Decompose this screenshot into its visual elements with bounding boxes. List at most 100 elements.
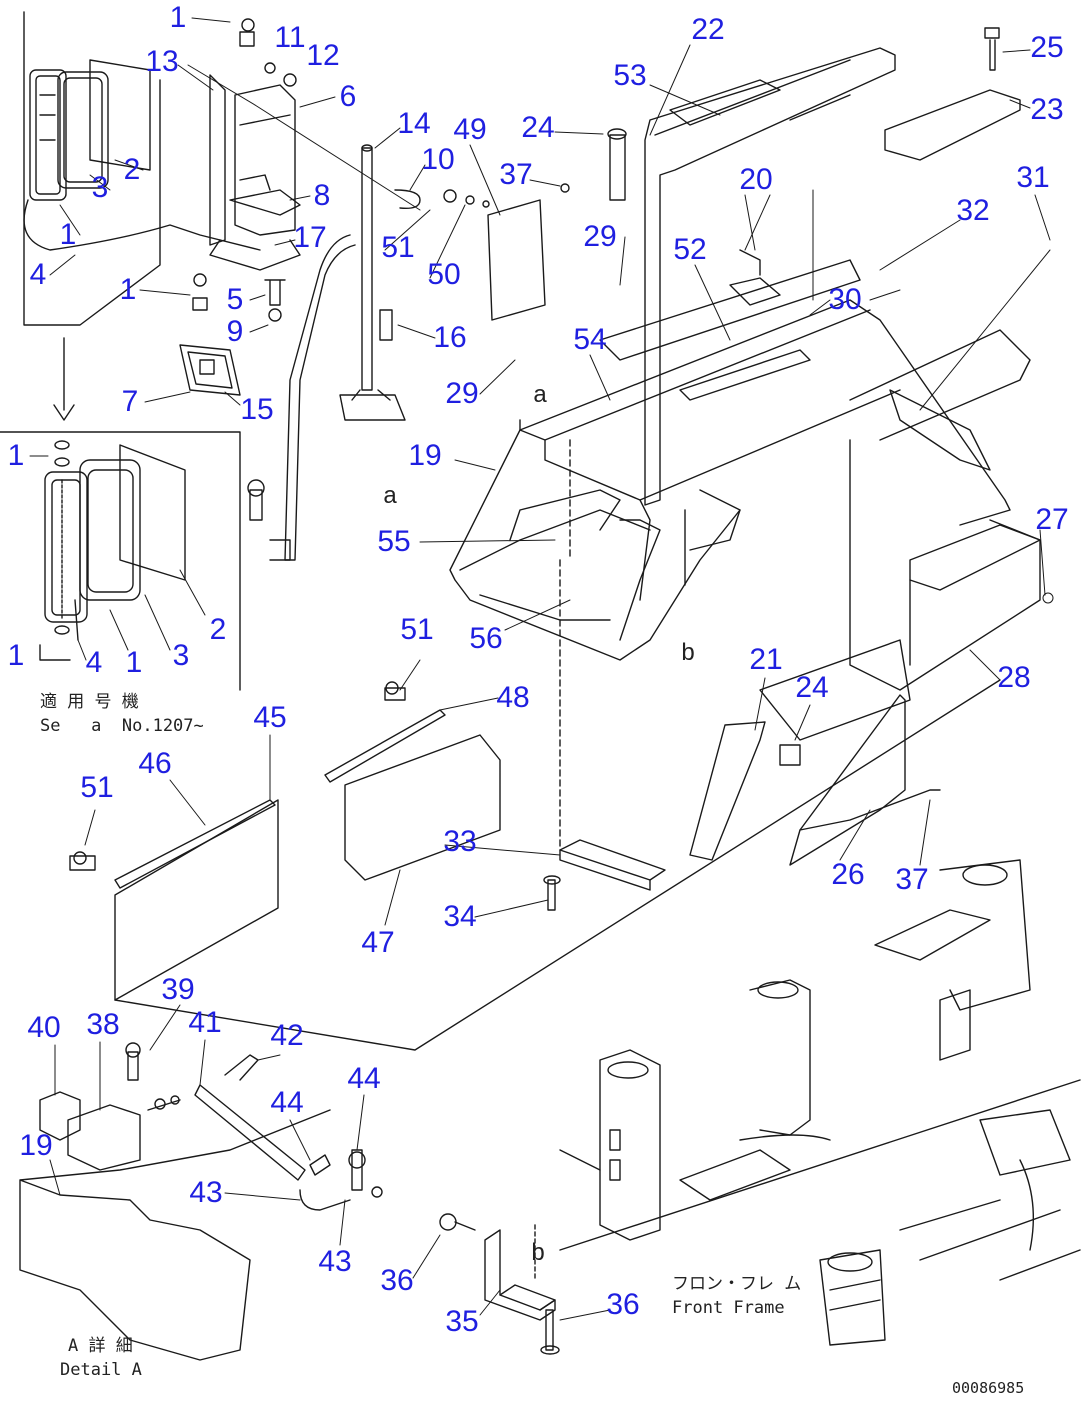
part-number-callout: 34	[443, 900, 477, 933]
part-number-callout: 55	[377, 525, 411, 558]
part-number-callout: 20	[739, 163, 773, 196]
part-number-callout: 56	[469, 622, 503, 655]
part-number-callout: 24	[521, 111, 555, 144]
part-number-callout: 22	[691, 13, 725, 46]
reference-letter: b	[681, 639, 695, 666]
reference-letter: b	[531, 1239, 545, 1266]
part-number-callout: 48	[496, 681, 530, 714]
mirror-inset-lower	[0, 431, 241, 691]
reference-letter: a	[383, 482, 397, 509]
part-number-callout: 51	[80, 771, 114, 804]
rear-frame-body	[449, 249, 1041, 851]
part-number-callout: 41	[188, 1006, 222, 1039]
part-number-callout: 1	[59, 218, 77, 251]
part-number-callout: 9	[226, 315, 244, 348]
part-number-callout: 52	[673, 233, 707, 266]
part-number-callout: 14	[397, 107, 431, 140]
part-number-callout: 11	[274, 21, 306, 54]
part-number-callout: 12	[306, 39, 340, 72]
part-number-callout: 40	[27, 1011, 61, 1044]
part-number-callout: 49	[453, 113, 487, 146]
part-number-callout: 24	[795, 671, 829, 704]
part-number-callout: 35	[445, 1305, 479, 1338]
serial-label-jp: 適 用 号 機	[40, 692, 139, 712]
inset-arrow	[53, 337, 75, 421]
part-number-callout: 51	[400, 613, 434, 646]
mirror-inset-upper	[23, 11, 261, 326]
part-number-callout: 45	[253, 701, 287, 734]
part-number-callout: 25	[1030, 31, 1064, 64]
part-number-callout: 7	[121, 385, 139, 418]
part-number-callout: 1	[7, 639, 25, 672]
plate-47	[324, 681, 501, 881]
cover-23	[884, 27, 1021, 161]
lamp-assembly	[179, 344, 241, 396]
part-number-callout: 44	[270, 1086, 304, 1119]
part-number-callout: 36	[606, 1288, 640, 1321]
part-number-callout: 46	[138, 747, 172, 780]
part-number-callout: 8	[313, 179, 331, 212]
detail-a-label-en: Detail A	[60, 1360, 142, 1380]
part-number-callout: 37	[499, 158, 533, 191]
reference-letter: a	[533, 381, 547, 408]
plate-45	[69, 679, 1001, 1051]
detail-a	[19, 1042, 383, 1361]
front-frame	[559, 859, 1081, 1346]
top-cover-22	[607, 47, 896, 506]
part-number-callout: 1	[169, 1, 187, 34]
part-number-callout: 6	[339, 80, 357, 113]
part-number-callout: 54	[573, 323, 607, 356]
part-number-callout: 29	[445, 377, 479, 410]
part-number-callout: 23	[1030, 93, 1064, 126]
part-number-callout: 10	[421, 143, 455, 176]
part-number-callout: 38	[86, 1008, 120, 1041]
part-number-callout: 19	[19, 1129, 53, 1162]
front-frame-label-jp: フロン・フレ ム	[672, 1274, 802, 1294]
part-number-callout: 50	[427, 258, 461, 291]
part-number-callout: 29	[583, 220, 617, 253]
side-plates	[689, 694, 941, 866]
part-number-callout: 4	[29, 258, 47, 291]
part-number-callout: 16	[433, 321, 467, 354]
part-number-callout: 30	[828, 283, 862, 316]
part-number-callout: 42	[270, 1019, 304, 1052]
part-number-callout: 28	[997, 661, 1031, 694]
part-number-callout: 21	[749, 643, 783, 676]
part-number-callout: 4	[85, 646, 103, 679]
part-number-callout: 1	[125, 646, 143, 679]
part-number-callout: 32	[956, 194, 990, 227]
part-number-callout: 31	[1016, 161, 1050, 194]
part-number-callout: 43	[189, 1176, 223, 1209]
part-number-callout: 3	[172, 639, 190, 672]
part-number-callout: 26	[831, 858, 865, 891]
part-number-callout: 1	[7, 439, 25, 472]
part-number-callout: 47	[361, 926, 395, 959]
front-frame-label-en: Front Frame	[672, 1298, 785, 1318]
part-number-callout: 2	[209, 613, 227, 646]
part-number-callout: 36	[380, 1264, 414, 1297]
detail-a-label-jp: A 詳 細	[68, 1336, 133, 1356]
bracket-33	[543, 839, 666, 911]
part-number-callout: 2	[123, 153, 141, 186]
mirror-bracket	[192, 18, 301, 322]
part-number-callout: 39	[161, 973, 195, 1006]
part-number-callout: 27	[1035, 503, 1069, 536]
part-number-callout: 17	[293, 221, 327, 254]
part-number-callout: 5	[226, 283, 244, 316]
part-number-callout: 15	[240, 393, 274, 426]
part-number-callout: 51	[381, 231, 415, 264]
part-number-callout: 37	[895, 863, 929, 896]
part-number-callout: 44	[347, 1062, 381, 1095]
leader-lines	[29, 17, 1054, 1321]
part-number-callout: 43	[318, 1245, 352, 1278]
part-number-callout: 1	[119, 273, 137, 306]
part-number-callout: 33	[443, 825, 477, 858]
part-number-callout: 13	[145, 45, 179, 78]
serial-label-en: Se a No.1207~	[40, 716, 204, 736]
bracket-35	[439, 1213, 560, 1355]
part-number-callout: 3	[91, 171, 109, 204]
part-number-callout: 53	[613, 59, 647, 92]
part-number-callout: 19	[408, 439, 442, 472]
